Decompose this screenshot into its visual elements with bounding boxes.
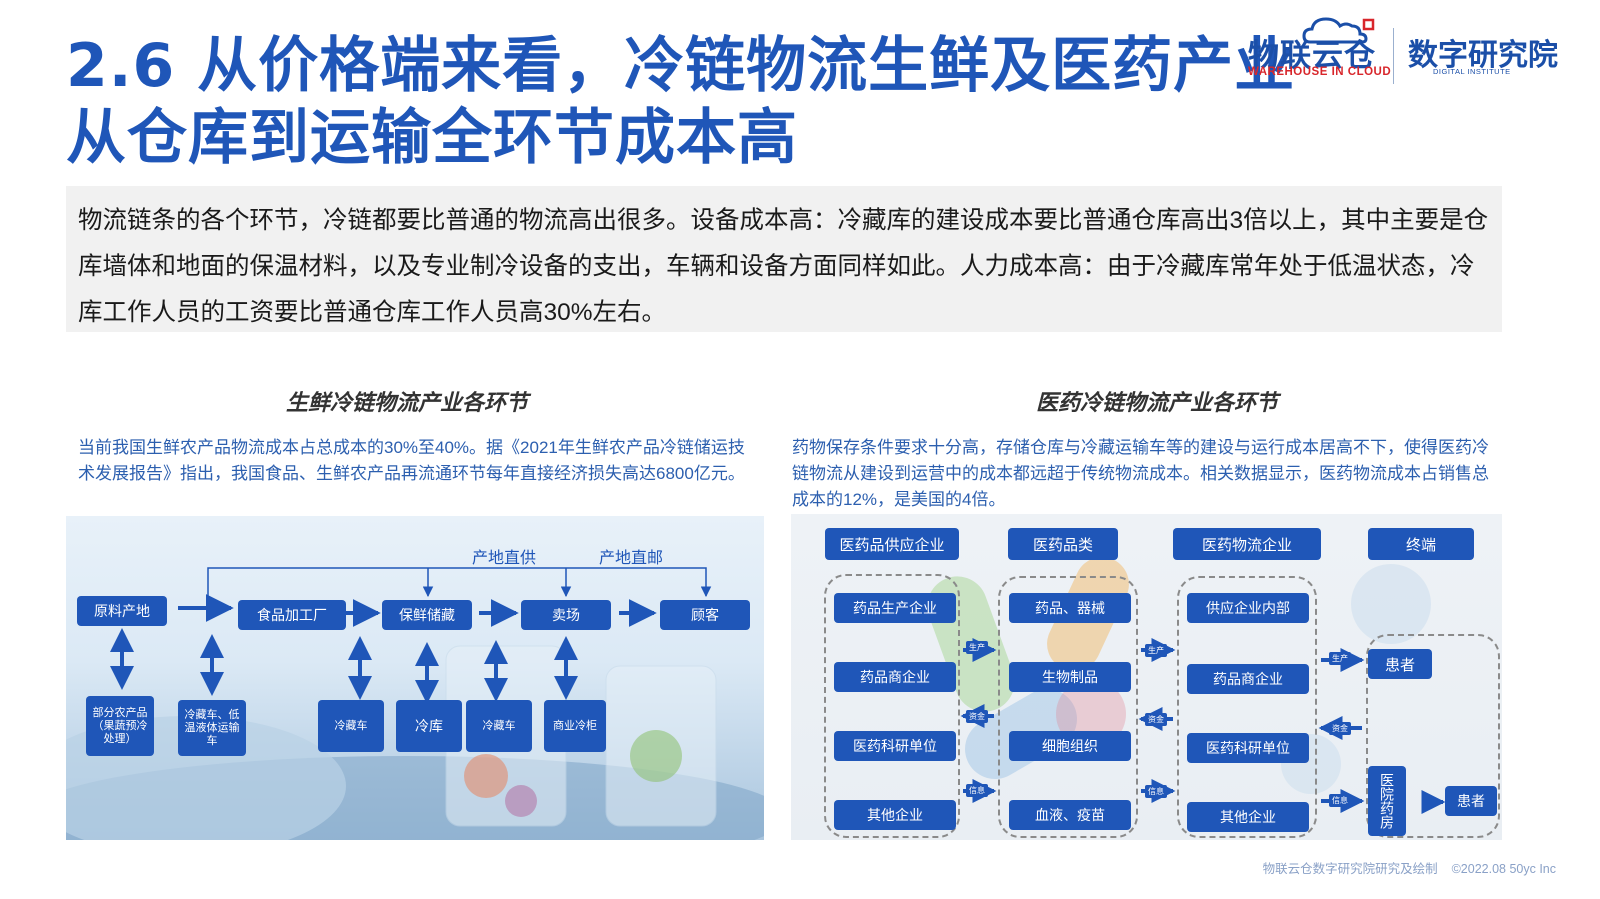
fresh-cold-chain-diagram: 产地直供 产地直邮 原料产地 食品加工厂 保鲜储藏 卖场 顾客 部分农产品（果蔬… (66, 516, 764, 840)
node-reefer-truck-2: 冷藏车 (466, 700, 532, 752)
node-reefer-truck-tanker: 冷藏车、低温液体运输车 (178, 700, 246, 756)
brand2-name: 数字研究院 (1408, 38, 1558, 73)
flow-production-1: 生产 (966, 641, 988, 654)
flow-production-3: 生产 (1329, 652, 1351, 665)
group-drug-categories (998, 576, 1138, 838)
node-drug-dealer-1: 药品商企业 (834, 662, 956, 692)
page-title-line1: 2.6 从价格端来看，冷链物流生鲜及医药产业 (66, 31, 1296, 101)
flow-info-2: 信息 (1145, 785, 1167, 798)
header-supply-companies: 医药品供应企业 (825, 528, 959, 560)
node-biologics: 生物制品 (1009, 662, 1131, 692)
summary-box: 物流链条的各个环节，冷链都要比普通的物流高出很多。设备成本高：冷藏库的建设成本要… (66, 186, 1502, 332)
flow-info-3: 信息 (1329, 794, 1351, 807)
cloud-logo-icon (1302, 17, 1375, 44)
left-description: 当前我国生鲜农产品物流成本占总成本的30%至40%。据《2021年生鲜农产品冷链… (78, 438, 745, 483)
node-research-unit-1: 医药科研单位 (834, 731, 956, 761)
node-other-companies-1: 其他企业 (834, 800, 956, 830)
node-drugs-devices: 药品、器械 (1009, 593, 1131, 623)
node-commercial-cooler: 商业冷柜 (544, 700, 606, 752)
label-origin-direct-mail: 产地直邮 (599, 550, 664, 567)
brand1-name: 物联云仓 (1248, 38, 1376, 74)
node-drug-dealer-2: 药品商企业 (1187, 664, 1309, 694)
node-fresh-storage: 保鲜储藏 (382, 600, 472, 630)
splash-decoration (66, 645, 764, 840)
brand2-english: DIGITAL INSTITUTE (1433, 67, 1511, 76)
header-terminal: 终端 (1368, 528, 1474, 560)
node-customer: 顾客 (660, 600, 750, 630)
node-other-companies-2: 其他企业 (1187, 802, 1309, 832)
node-cold-storage: 冷库 (396, 700, 462, 752)
connector-lines (110, 567, 712, 704)
brand-logos: 物联云仓 WAREHOUSE IN CLOUD 数字研究院 DIGITAL IN… (1248, 14, 1558, 86)
node-reefer-truck-1: 冷藏车 (318, 700, 384, 752)
page-title-line2: 从仓库到运输全环节成本高 (66, 103, 798, 173)
node-patient-1: 患者 (1368, 649, 1432, 679)
flow-funds-1: 资金 (966, 710, 988, 723)
node-patient-2: 患者 (1445, 786, 1497, 816)
header-drug-categories: 医药品类 (1008, 528, 1118, 560)
footer-source: 物联云仓数字研究院研究及绘制 (1262, 862, 1438, 876)
group-terminal (1366, 634, 1500, 838)
label-origin-direct-supply: 产地直供 (472, 550, 537, 567)
node-drug-manufacturer: 药品生产企业 (834, 593, 956, 623)
node-research-unit-2: 医药科研单位 (1187, 733, 1309, 763)
flow-production-2: 生产 (1145, 644, 1167, 657)
logo-divider (1393, 28, 1394, 84)
left-heading: 生鲜冷链物流产业各环节 (286, 391, 529, 416)
footer-credits: 物联云仓数字研究院研究及绘制 ©2022.08 50yc Inc (1249, 858, 1556, 877)
node-hospital-pharmacy: 医院药房 (1368, 766, 1406, 836)
flow-funds-2: 资金 (1145, 713, 1167, 726)
header-logistics-companies: 医药物流企业 (1173, 528, 1321, 560)
right-description: 药物保存条件要求十分高，存储仓库与冷藏运输车等的建设与运行成本居高不下，使得医药… (792, 438, 1489, 509)
pharma-cold-chain-diagram: 生产 资金 信息 生产 资金 信息 生产 资金 信息 医药品供应企业 医药品类 … (791, 514, 1502, 840)
node-internal-supply: 供应企业内部 (1187, 593, 1309, 623)
node-market: 卖场 (521, 600, 611, 630)
brand1-english: WAREHOUSE IN CLOUD (1248, 66, 1392, 78)
group-supply-companies (824, 574, 960, 838)
flow-info-1: 信息 (966, 784, 988, 797)
node-blood-vaccine: 血液、疫苗 (1009, 800, 1131, 830)
flow-funds-3: 资金 (1329, 722, 1351, 735)
node-partial-produce: 部分农产品（果蔬预冷处理） (86, 696, 154, 756)
node-raw-origin: 原料产地 (77, 596, 167, 626)
node-cell-tissue: 细胞组织 (1009, 731, 1131, 761)
right-heading: 医药冷链物流产业各环节 (1036, 391, 1279, 416)
group-logistics-companies (1177, 576, 1317, 838)
node-food-factory: 食品加工厂 (238, 600, 346, 630)
footer-copyright: ©2022.08 50yc Inc (1451, 862, 1556, 876)
page-title: 2.6 从价格端来看，冷链物流生鲜及医药产业 从仓库到运输全环节成本高 (66, 30, 1296, 174)
